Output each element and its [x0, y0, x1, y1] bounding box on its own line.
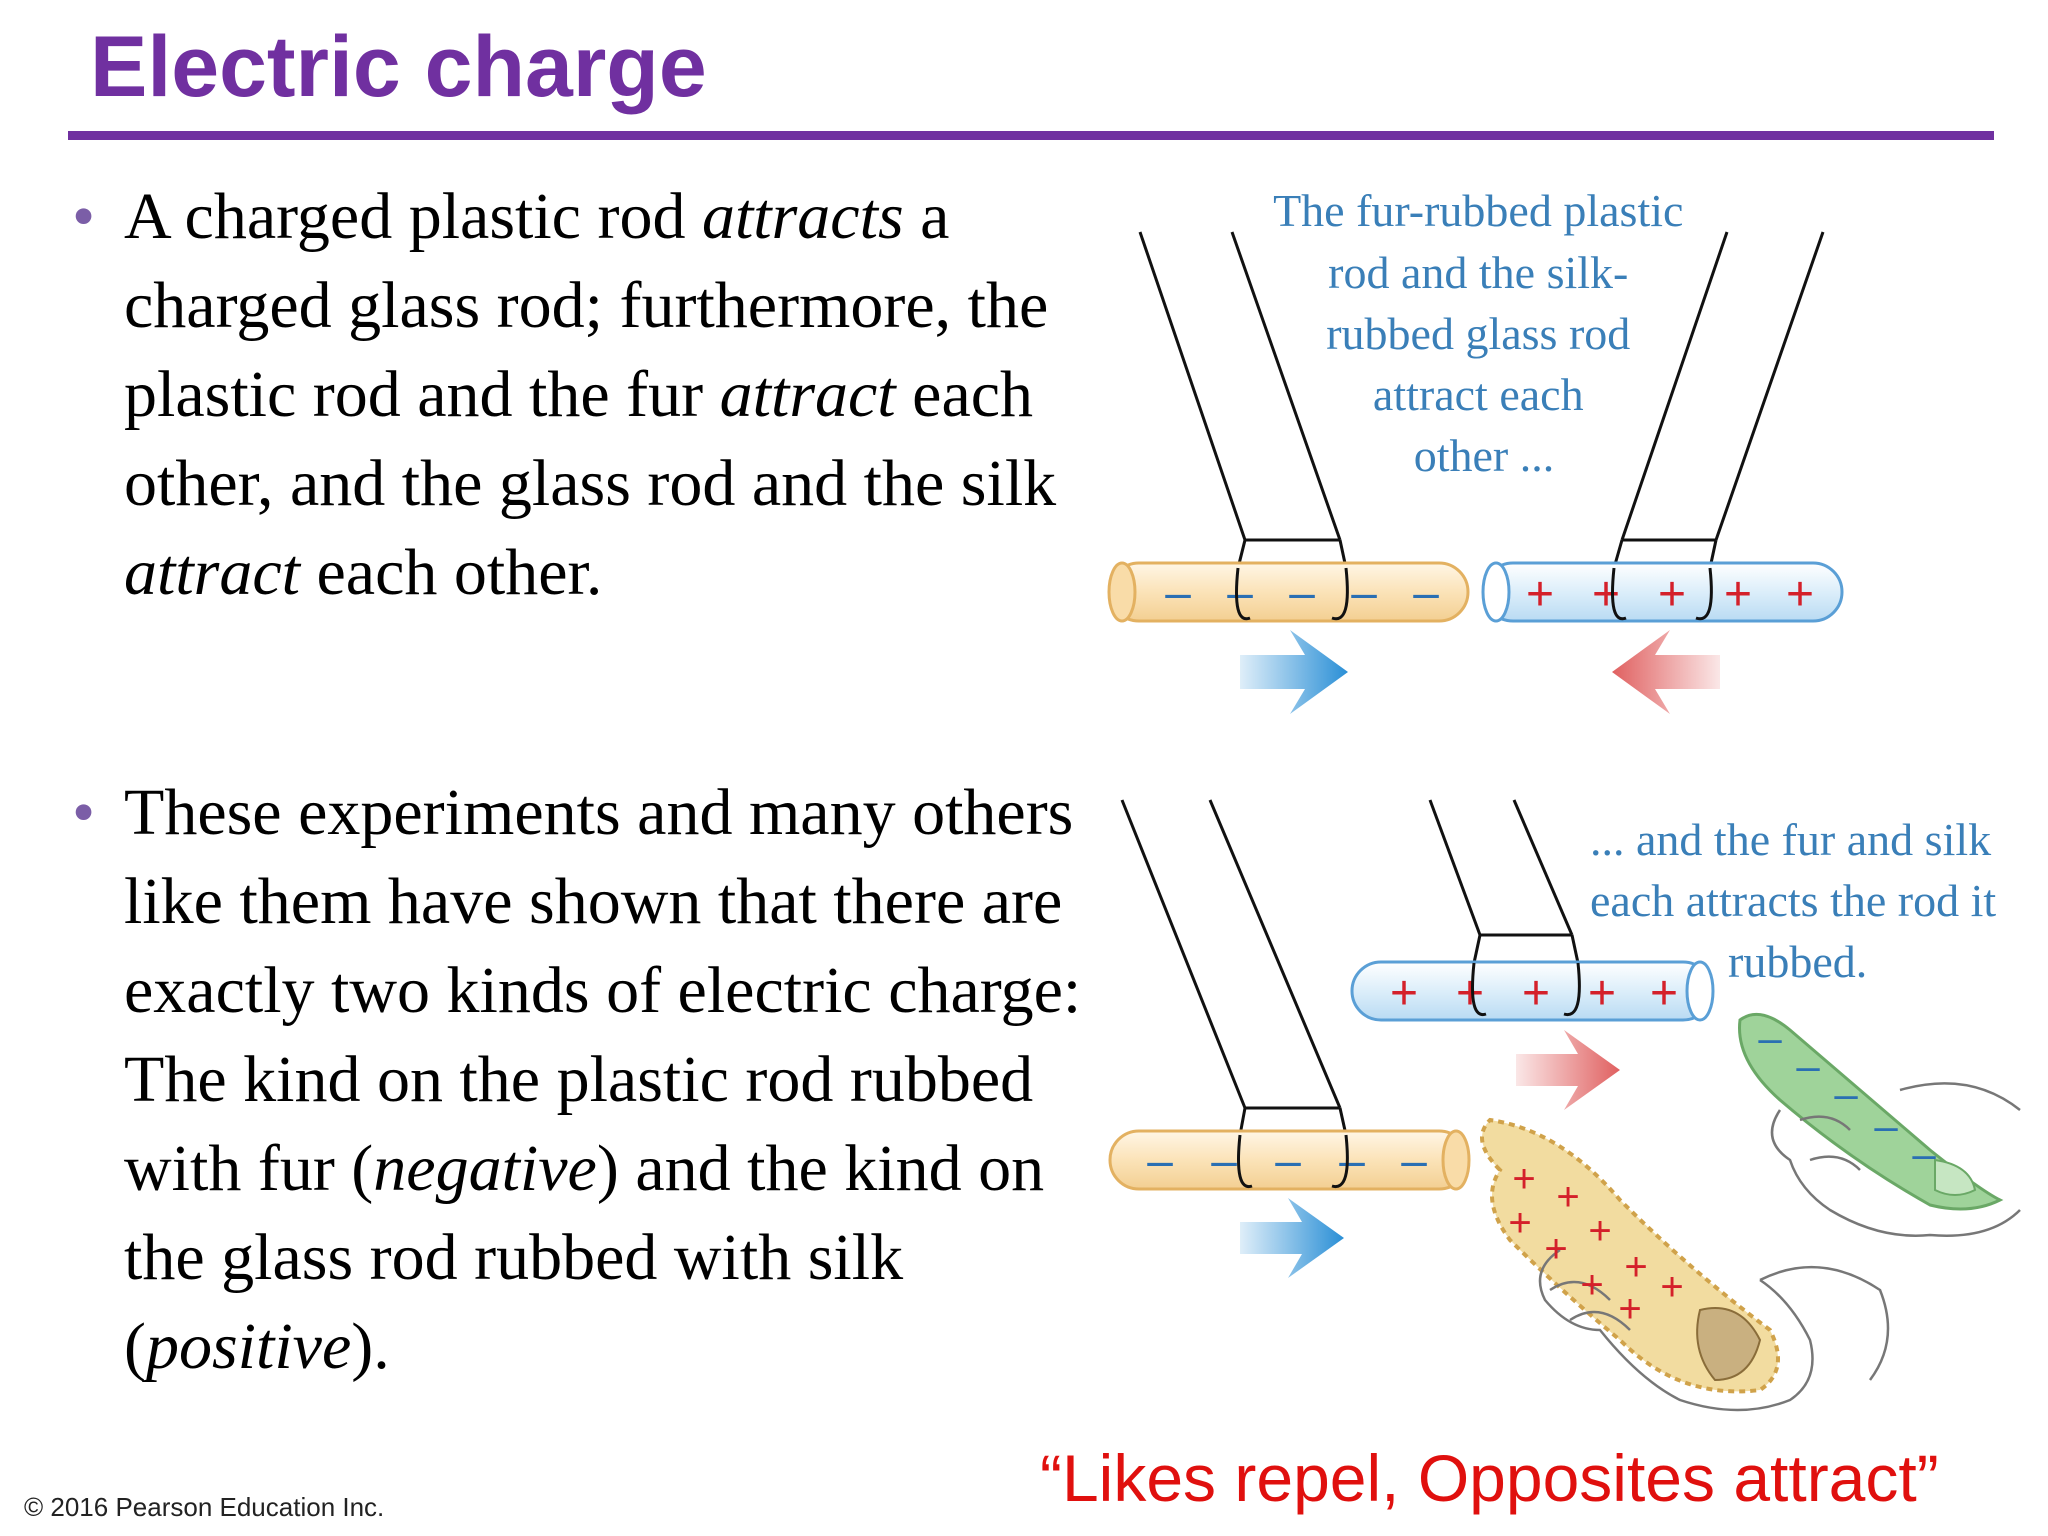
fur-signs: +++++++++	[1508, 1157, 1683, 1331]
positive-sign: +	[1660, 1265, 1683, 1309]
positive-sign: +	[1522, 967, 1550, 1020]
emphasis-text: attract	[124, 536, 300, 609]
bottom-left-string	[1120, 799, 1348, 1136]
top-glass-rod-signs: +++++	[1526, 568, 1814, 621]
top-plastic-rod-signs: –––––	[1165, 566, 1439, 618]
bullet-1: • A charged plastic rod attracts a charg…	[72, 172, 1084, 617]
body-text: a charged glass rod; furthermore, the pl…	[124, 180, 1049, 431]
top-plastic-loops	[1235, 567, 1349, 621]
silk-signs: –––––	[1758, 1014, 1936, 1177]
positive-sign: +	[1786, 568, 1814, 621]
bottom-plastic-rod-signs: –––––	[1147, 1134, 1427, 1186]
negative-sign: –	[1289, 566, 1315, 618]
negative-sign: –	[1401, 1134, 1427, 1186]
bullet-2-marker: •	[72, 776, 96, 849]
positive-sign: +	[1580, 1263, 1603, 1307]
positive-sign: +	[1526, 568, 1554, 621]
bullet-1-text: A charged plastic rod attracts a charged…	[124, 180, 1056, 609]
fur-in-hand	[1480, 1117, 1890, 1412]
positive-sign: +	[1556, 1175, 1579, 1219]
bottom-glass-string	[1428, 799, 1580, 964]
top-arrow-right-icon	[1240, 630, 1348, 714]
negative-sign: –	[1351, 566, 1377, 618]
positive-sign: +	[1658, 568, 1686, 621]
positive-sign: +	[1588, 967, 1616, 1020]
copyright-notice: © 2016 Pearson Education Inc.	[24, 1492, 385, 1522]
top-glass-rod	[1481, 561, 1844, 623]
body-text: each other.	[300, 536, 603, 609]
bottom-glass-rod-signs: + + + + +	[1390, 967, 1678, 1020]
bottom-glass-rod	[1350, 960, 1715, 1022]
body-text: These experiments and many others like t…	[124, 776, 1082, 1205]
positive-sign: +	[1508, 1201, 1531, 1245]
body-text: each other, and the glass rod and the si…	[124, 358, 1057, 520]
positive-sign: +	[1624, 1245, 1647, 1289]
negative-sign: –	[1275, 1134, 1301, 1186]
bottom-figure: ... and the fur and silk each attracts t…	[1108, 799, 2021, 1412]
bottom-plastic-rod	[1108, 1129, 1471, 1191]
tagline: “Likes repel, Opposites attract”	[1040, 1441, 1939, 1515]
bottom-glass-loops	[1471, 962, 1581, 1017]
emphasis-text: attract	[719, 358, 896, 431]
emphasis-text: negative	[373, 1132, 597, 1205]
bullet-2-text: These experiments and many others like t…	[124, 776, 1081, 1383]
positive-sign: +	[1390, 967, 1418, 1020]
negative-sign: –	[1834, 1070, 1858, 1117]
top-caption: The fur-rubbed plastic rod and the silk-…	[1273, 185, 1695, 481]
body-text: ) and the kind on the glass rod rubbed w…	[124, 1132, 1045, 1383]
bottom-plastic-loops	[1237, 1134, 1349, 1189]
positive-sign: +	[1456, 967, 1484, 1020]
emphasis-text: attracts	[701, 180, 904, 253]
top-plastic-rod	[1107, 561, 1470, 623]
bottom-caption: ... and the fur and silk each attracts t…	[1590, 814, 2008, 987]
negative-sign: –	[1147, 1134, 1173, 1186]
negative-sign: –	[1758, 1014, 1782, 1061]
positive-sign: +	[1512, 1157, 1535, 1201]
negative-sign: –	[1211, 1134, 1237, 1186]
top-arrow-left-icon	[1612, 630, 1720, 714]
top-figure: The fur-rubbed plastic rod and the silk-…	[1107, 185, 1844, 714]
negative-sign: –	[1339, 1134, 1365, 1186]
silk-in-hand	[1738, 1012, 2021, 1237]
negative-sign: –	[1227, 566, 1253, 618]
positive-sign: +	[1544, 1227, 1567, 1271]
top-glass-loops	[1611, 567, 1713, 621]
body-text: ).	[351, 1310, 390, 1383]
negative-sign: –	[1413, 566, 1439, 618]
positive-sign: +	[1650, 967, 1678, 1020]
bottom-arrow-right-red-icon	[1516, 1030, 1620, 1110]
title-divider	[68, 131, 1994, 140]
top-left-string	[1138, 231, 1348, 569]
negative-sign: –	[1874, 1102, 1898, 1149]
top-right-string	[1612, 231, 1825, 569]
negative-sign: –	[1165, 566, 1191, 618]
negative-sign: –	[1912, 1130, 1936, 1177]
positive-sign: +	[1588, 1209, 1611, 1253]
positive-sign: +	[1724, 568, 1752, 621]
positive-sign: +	[1618, 1287, 1641, 1331]
bullet-1-marker: •	[72, 180, 96, 253]
negative-sign: –	[1796, 1042, 1820, 1089]
body-text: A charged plastic rod	[124, 180, 702, 253]
bullet-2: • These experiments and many others like…	[72, 768, 1084, 1391]
bottom-arrow-right-blue-icon	[1240, 1198, 1344, 1278]
emphasis-text: positive	[145, 1310, 352, 1383]
slide-title: Electric charge	[90, 19, 707, 115]
